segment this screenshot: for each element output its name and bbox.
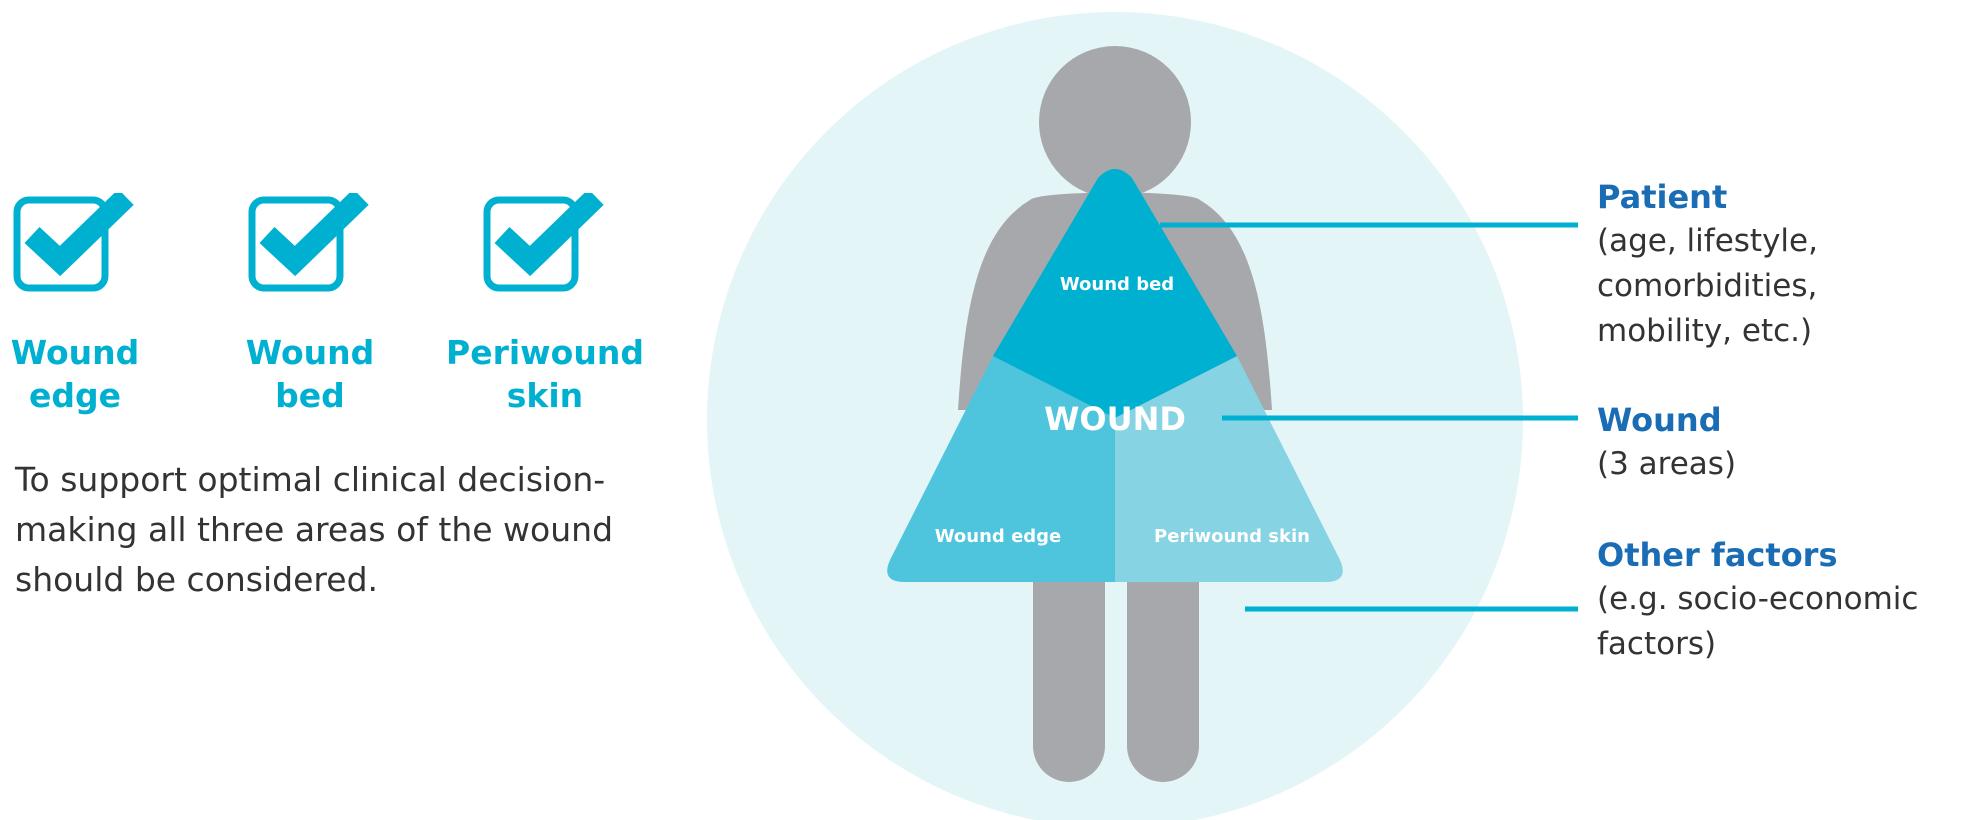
side-title: Other factors [1597, 533, 1967, 577]
side-label-wound: Wound (3 areas) [1597, 398, 1967, 487]
side-title: Patient [1597, 175, 1967, 219]
side-title: Wound [1597, 398, 1967, 442]
periwound-skin-label: Periwound skin [1154, 526, 1310, 547]
wound-center-label: WOUND [1044, 400, 1186, 438]
side-label-patient: Patient (age, lifestyle, comorbidities, … [1597, 175, 1967, 354]
side-desc: (3 areas) [1597, 442, 1967, 487]
side-desc: (age, lifestyle, comorbidities, mobility… [1597, 219, 1967, 354]
wound-bed-label: Wound bed [1060, 274, 1174, 295]
side-desc: (e.g. socio-economic factors) [1597, 577, 1967, 667]
wound-edge-label: Wound edge [935, 526, 1062, 547]
side-label-other-factors: Other factors (e.g. socio-economic facto… [1597, 533, 1967, 667]
